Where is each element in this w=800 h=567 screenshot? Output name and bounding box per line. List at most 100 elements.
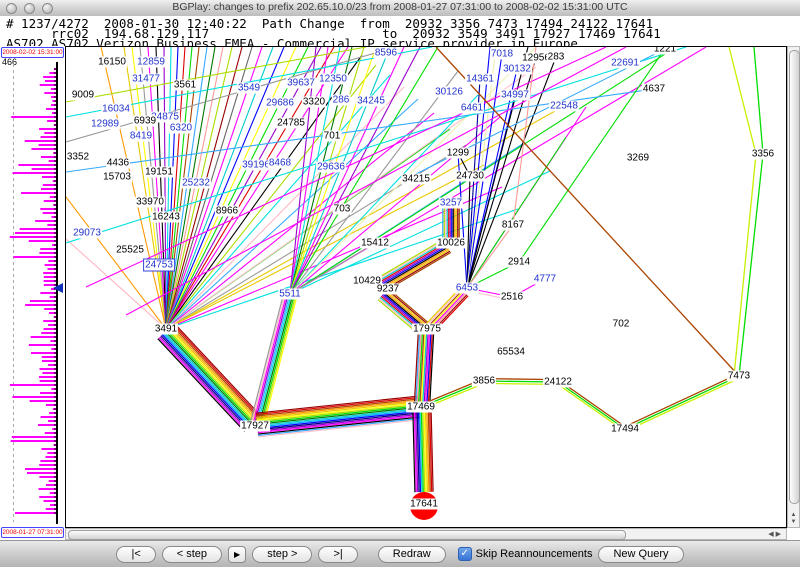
as-node-3356[interactable]: 3356	[750, 148, 776, 160]
scroll-left-icon[interactable]: ◀	[768, 531, 776, 538]
as-node-3856[interactable]: 3856	[471, 375, 497, 387]
scroll-right-icon[interactable]: ▶	[775, 531, 783, 538]
new-query-button[interactable]: New Query	[598, 545, 684, 563]
as-node-8596[interactable]: 8596	[373, 47, 399, 59]
as-node-12956[interactable]: 12956	[521, 52, 551, 64]
as-node-3352[interactable]: 3352	[66, 151, 91, 163]
as-node-16034[interactable]: 16034	[101, 103, 131, 115]
as-node-15703[interactable]: 15703	[102, 171, 132, 183]
as-node-8468[interactable]: 8468	[267, 157, 293, 169]
as-node-3257[interactable]: 3257	[438, 197, 464, 209]
as-node-15412[interactable]: 15412	[360, 237, 390, 249]
as-node-65534[interactable]: 65534	[496, 346, 526, 358]
step-back-button[interactable]: < step	[161, 545, 223, 563]
as-node-3561[interactable]: 3561	[172, 79, 198, 91]
horizontal-scrollbar[interactable]: ◀▶	[65, 528, 787, 540]
as-node-34997[interactable]: 34997	[500, 89, 530, 101]
window-titlebar: BGPlay: changes to prefix 202.65.10.0/23…	[0, 0, 800, 17]
as-node-3491[interactable]: 3491	[153, 323, 179, 335]
as-node-30126[interactable]: 30126	[434, 86, 464, 98]
as-node-3320[interactable]: 3320	[301, 96, 327, 108]
as-node-6939[interactable]: 6939	[132, 115, 158, 127]
vertical-scrollbar[interactable]: ▲ ▼	[787, 46, 800, 528]
as-node-17641[interactable]: 17641	[409, 498, 439, 510]
as-node-14361[interactable]: 14361	[465, 73, 495, 85]
go-last-button[interactable]: >|	[318, 545, 358, 563]
as-node-3549[interactable]: 3549	[236, 82, 262, 94]
as-node-9237[interactable]: 9237	[375, 283, 401, 295]
as-node-19151[interactable]: 19151	[144, 166, 174, 178]
as-node-33970[interactable]: 33970	[135, 196, 165, 208]
as-node-29636[interactable]: 29636	[316, 161, 346, 173]
as-node-8167[interactable]: 8167	[500, 219, 526, 231]
as-node-703[interactable]: 703	[332, 203, 352, 215]
as-node-8419[interactable]: 8419	[128, 130, 154, 142]
as-node-4637[interactable]: 4637	[641, 83, 667, 95]
as-node-6461[interactable]: 6461	[459, 102, 485, 114]
as-node-16243[interactable]: 16243	[151, 211, 181, 223]
as-node-17494[interactable]: 17494	[610, 423, 640, 435]
as-node-10429[interactable]: 10429	[352, 275, 382, 287]
as-node-25232[interactable]: 25232	[181, 177, 211, 189]
as-node-24875[interactable]: 24875	[150, 111, 180, 123]
as-node-8966[interactable]: 8966	[214, 205, 240, 217]
as-node-12350[interactable]: 12350	[318, 73, 348, 85]
close-window-icon[interactable]	[6, 3, 17, 14]
as-node-701[interactable]: 701	[322, 130, 342, 142]
redraw-button[interactable]: Redraw	[377, 545, 446, 563]
as-node-5511[interactable]: 5511	[278, 288, 302, 300]
zoom-window-icon[interactable]	[42, 3, 53, 14]
as-node-10026[interactable]: 10026	[436, 237, 466, 249]
timeline-position-marker[interactable]	[53, 283, 63, 293]
as-node-34215[interactable]: 34215	[401, 173, 431, 185]
as-node-24122[interactable]: 24122	[543, 376, 573, 388]
skip-reannouncements-checkbox[interactable]: ✓	[457, 547, 472, 561]
as-node-3269[interactable]: 3269	[625, 152, 651, 164]
as-node-1299[interactable]: 1299	[445, 147, 471, 159]
vertical-scrollbar-thumb[interactable]	[789, 50, 800, 504]
as-node-29686[interactable]: 29686	[265, 97, 295, 109]
main-area: 2008-02-02 15:31:00 466 2008-01-27 07:31…	[0, 46, 800, 540]
as-node-286[interactable]: 286	[331, 94, 351, 106]
as-node-39637[interactable]: 39637	[286, 77, 316, 89]
as-node-4436[interactable]: 4436	[105, 157, 131, 169]
as-node-25525[interactable]: 25525	[115, 244, 145, 256]
step-forward-button[interactable]: step >	[252, 545, 313, 563]
as-node-16150[interactable]: 16150	[97, 56, 127, 68]
as-node-2914[interactable]: 2914	[506, 256, 532, 268]
as-node-17469[interactable]: 17469	[406, 401, 436, 413]
as-node-22548[interactable]: 22548	[549, 100, 579, 112]
scroll-down-icon[interactable]: ▼	[790, 519, 797, 525]
as-node-29073[interactable]: 29073	[72, 227, 102, 239]
as-node-12989[interactable]: 12989	[90, 118, 120, 130]
as-node-12859[interactable]: 12859	[136, 56, 166, 68]
as-node-39196[interactable]: 39196	[241, 159, 271, 171]
as-node-22691[interactable]: 22691	[610, 57, 640, 69]
minimize-window-icon[interactable]	[24, 3, 35, 14]
as-node-31477[interactable]: 31477	[131, 73, 161, 85]
as-node-6320[interactable]: 6320	[168, 122, 194, 134]
as-node-34245[interactable]: 34245	[356, 95, 386, 107]
as-node-1221[interactable]: 1221	[652, 47, 678, 55]
horizontal-scrollbar-thumb[interactable]	[68, 530, 626, 540]
timeline-histogram[interactable]	[0, 46, 65, 540]
event-line: # 1237/4272 2008-01-30 12:40:22 Path Cha…	[6, 16, 654, 31]
as-node-24785[interactable]: 24785	[276, 117, 306, 129]
as-node-30132[interactable]: 30132	[502, 63, 532, 75]
as-node-17927[interactable]: 17927	[240, 420, 270, 432]
as-node-283[interactable]: 283	[546, 51, 566, 63]
as-node-9009[interactable]: 9009	[70, 89, 96, 101]
bgp-graph-canvas[interactable]: 16150 12859 31477 3561 3549 39637 9009 29686 332…	[65, 46, 787, 528]
as-node-702[interactable]: 702	[611, 318, 631, 330]
as-node-24753[interactable]: 24753	[143, 258, 175, 272]
go-first-button[interactable]: |<	[116, 545, 156, 563]
as-node-7473[interactable]: 7473	[726, 370, 752, 382]
play-button[interactable]: ▶	[228, 545, 247, 563]
as-node-17975[interactable]: 17975	[412, 323, 442, 335]
as-node-2516[interactable]: 2516	[499, 291, 525, 303]
scroll-up-icon[interactable]: ▲	[790, 512, 797, 518]
as-node-6453[interactable]: 6453	[454, 282, 480, 294]
as-node-7018[interactable]: 7018	[489, 48, 515, 60]
as-node-24730[interactable]: 24730	[455, 170, 485, 182]
as-node-4777[interactable]: 4777	[532, 273, 558, 285]
